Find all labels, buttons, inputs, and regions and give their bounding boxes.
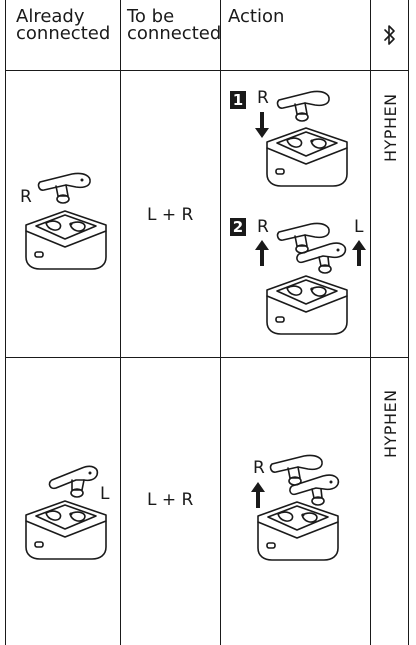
charging-case-illustration <box>25 210 107 270</box>
table-border <box>408 0 409 645</box>
to-connect-value: L + R <box>147 205 194 225</box>
status-label: HYPHEN <box>381 389 400 458</box>
arrow-up-icon <box>352 240 366 266</box>
arrow-down-icon <box>255 112 269 138</box>
earbud-left-illustration <box>48 465 99 498</box>
table-border <box>5 357 409 358</box>
charging-case-illustration <box>266 127 348 187</box>
earbud-label-l: L <box>100 484 110 504</box>
earbud-pair-illustration <box>276 222 347 274</box>
charging-case-illustration <box>25 500 107 560</box>
arrow-up-icon <box>251 482 265 508</box>
earbud-label-l: L <box>354 217 364 237</box>
table-border <box>5 70 409 71</box>
earbud-label-r: R <box>253 458 265 478</box>
table-border <box>370 0 371 645</box>
table-border <box>120 0 121 645</box>
table-border <box>220 0 221 645</box>
earbud-right-illustration <box>37 172 91 204</box>
header-action: Action <box>228 6 285 27</box>
charging-case-illustration <box>257 501 339 561</box>
earbud-label-r: R <box>257 217 269 237</box>
charging-case-illustration <box>266 275 348 335</box>
status-label: HYPHEN <box>381 93 400 162</box>
step-1-marker: 1 <box>230 91 246 109</box>
earbud-right-illustration <box>276 90 330 122</box>
to-connect-value: L + R <box>147 490 194 510</box>
arrow-up-icon <box>255 240 269 266</box>
earbud-label-r: R <box>257 88 269 108</box>
earbud-label-r: R <box>20 187 32 207</box>
earbud-pair-illustration <box>269 454 340 506</box>
bluetooth-icon <box>384 25 395 45</box>
step-2-marker: 2 <box>230 218 246 236</box>
table-border <box>5 0 6 645</box>
